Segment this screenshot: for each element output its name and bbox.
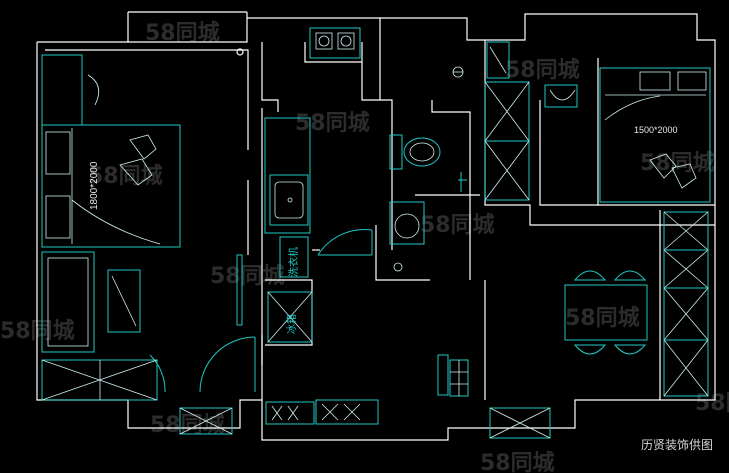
coffee-table (107, 269, 141, 333)
pillow (677, 71, 707, 91)
bed-right (599, 67, 711, 203)
watermark: 58同城 (695, 390, 729, 416)
bathroom (389, 66, 464, 272)
basin (389, 201, 425, 245)
left-bedroom: 1800*2000 (41, 48, 244, 401)
watermark: 58同城 (210, 263, 285, 289)
chair (87, 74, 100, 106)
sofa (41, 251, 95, 353)
pillow (45, 195, 71, 239)
washer-label: 洗衣机 (287, 247, 300, 277)
pillow (639, 71, 671, 91)
dining-table (564, 284, 648, 341)
tv-cabinet (41, 359, 158, 401)
dining-area (179, 211, 709, 439)
washer (279, 236, 309, 278)
fridge-label: 冰箱 (285, 314, 298, 334)
watermark: 58同城 (640, 150, 715, 176)
pillow (45, 131, 71, 175)
bed-left-label: 1800*2000 (89, 161, 100, 210)
door-arc (199, 336, 256, 393)
sink (269, 174, 309, 226)
shoe-cabinet (489, 407, 551, 439)
watermark: 58同城 (295, 110, 370, 136)
kitchen: 洗衣机 冰箱 (264, 27, 379, 425)
bed-right-label: 1500*2000 (634, 125, 678, 135)
desk (544, 84, 578, 108)
fridge (267, 291, 313, 343)
wardrobe (41, 54, 83, 126)
doors (149, 172, 467, 396)
balcony-cabinet (179, 407, 233, 435)
stove (309, 27, 361, 59)
watermark: 58同城 (420, 212, 495, 238)
image-caption: 历贤装饰供图 (640, 438, 713, 452)
bed-left (41, 124, 181, 248)
door-arc (149, 354, 166, 393)
right-bedroom: 1500*2000 (484, 41, 711, 203)
door-arc (317, 229, 373, 256)
walls (36, 11, 716, 441)
toilet-tank (389, 134, 403, 170)
cabinet-low (315, 399, 379, 425)
cabinet-low (265, 401, 315, 425)
toilet (403, 137, 441, 167)
lamp-dot (236, 48, 244, 56)
storage-cabinet (663, 211, 709, 397)
watermark: 58同城 (480, 450, 555, 473)
watermark: 58同城 (565, 305, 640, 331)
plant-icon (452, 66, 464, 78)
watermark: 58同城 (505, 57, 580, 83)
counter (264, 117, 311, 234)
